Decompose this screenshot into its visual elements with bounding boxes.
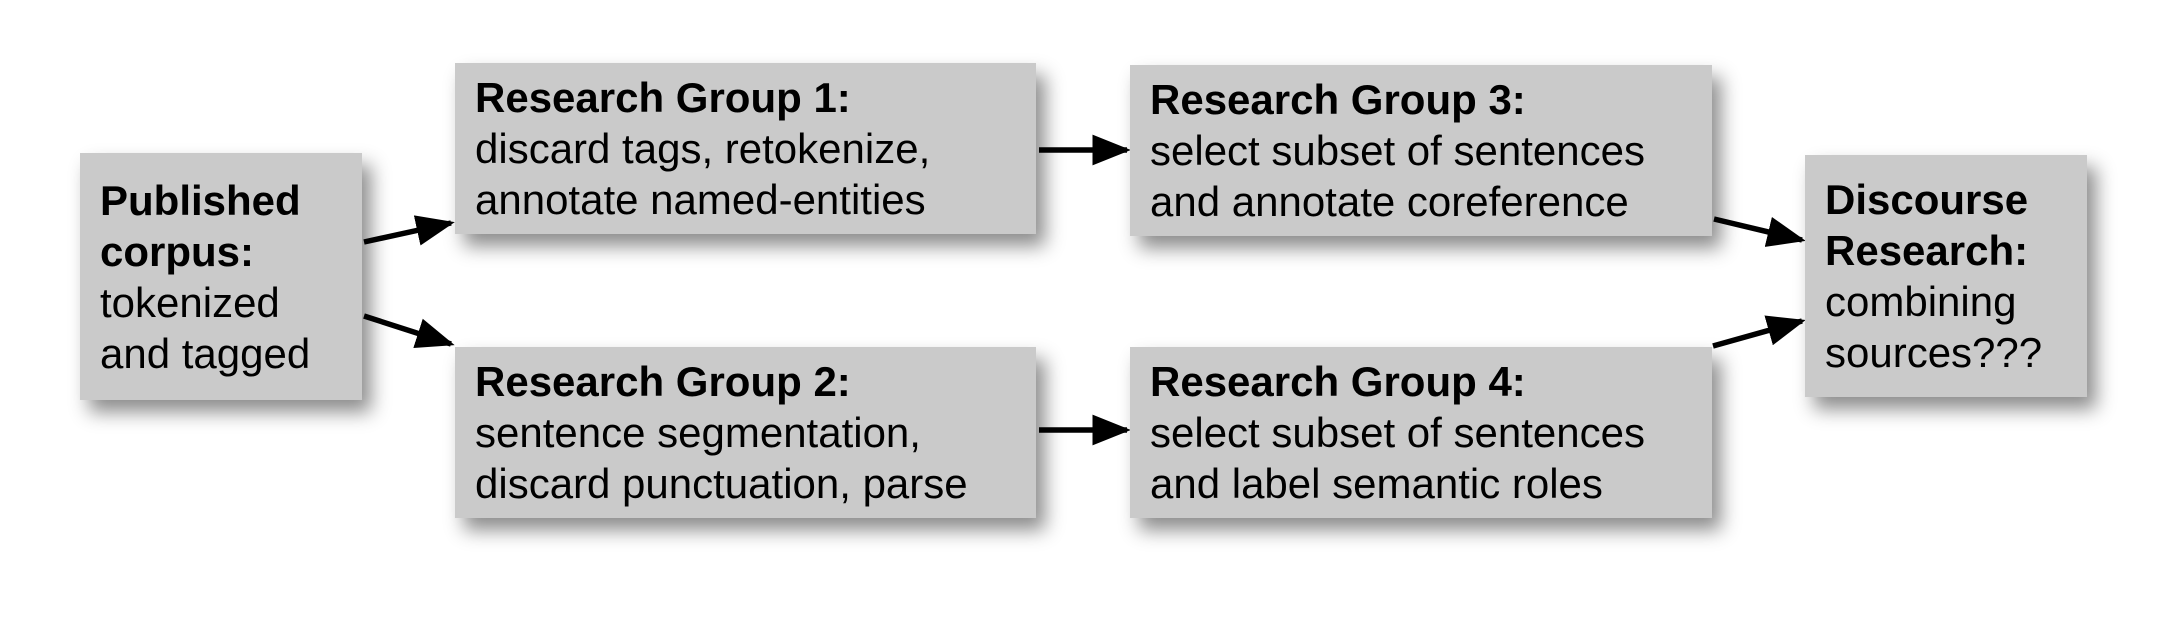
node-research-group-1-title: Research Group 1: bbox=[475, 74, 851, 121]
node-research-group-2-title: Research Group 2: bbox=[475, 358, 851, 405]
arrow-published-corpus-to-research-group-1 bbox=[363, 215, 455, 246]
node-published-corpus: Published corpus: tokenized and tagged bbox=[80, 153, 362, 400]
node-research-group-4-title: Research Group 4: bbox=[1150, 358, 1526, 405]
node-research-group-4: Research Group 4: select subset of sente… bbox=[1130, 347, 1712, 518]
node-research-group-4-body: select subset of sentences and label sem… bbox=[1150, 409, 1645, 507]
node-research-group-3-body: select subset of sentences and annotate … bbox=[1150, 127, 1645, 225]
arrow-research-group-3-to-discourse-research bbox=[1713, 216, 1806, 247]
node-published-corpus-title: Published corpus: bbox=[100, 176, 301, 275]
node-research-group-3: Research Group 3: select subset of sente… bbox=[1130, 65, 1712, 236]
node-research-group-3-title: Research Group 3: bbox=[1150, 76, 1526, 123]
node-published-corpus-body: tokenized and tagged bbox=[100, 278, 311, 377]
node-research-group-2-body: sentence segmentation, discard punctuati… bbox=[475, 409, 968, 507]
node-research-group-1-body: discard tags, retokenize, annotate named… bbox=[475, 125, 931, 223]
arrow-published-corpus-to-research-group-2 bbox=[363, 313, 455, 349]
node-discourse-research: Discourse Research: combining sources??? bbox=[1805, 155, 2087, 397]
arrow-research-group-4-to-discourse-research bbox=[1712, 315, 1806, 349]
node-discourse-research-title: Discourse Research: bbox=[1825, 176, 2029, 274]
node-discourse-research-body: combining sources??? bbox=[1825, 278, 2043, 376]
node-research-group-1: Research Group 1: discard tags, retokeni… bbox=[455, 63, 1036, 234]
node-research-group-2: Research Group 2: sentence segmentation,… bbox=[455, 347, 1036, 518]
